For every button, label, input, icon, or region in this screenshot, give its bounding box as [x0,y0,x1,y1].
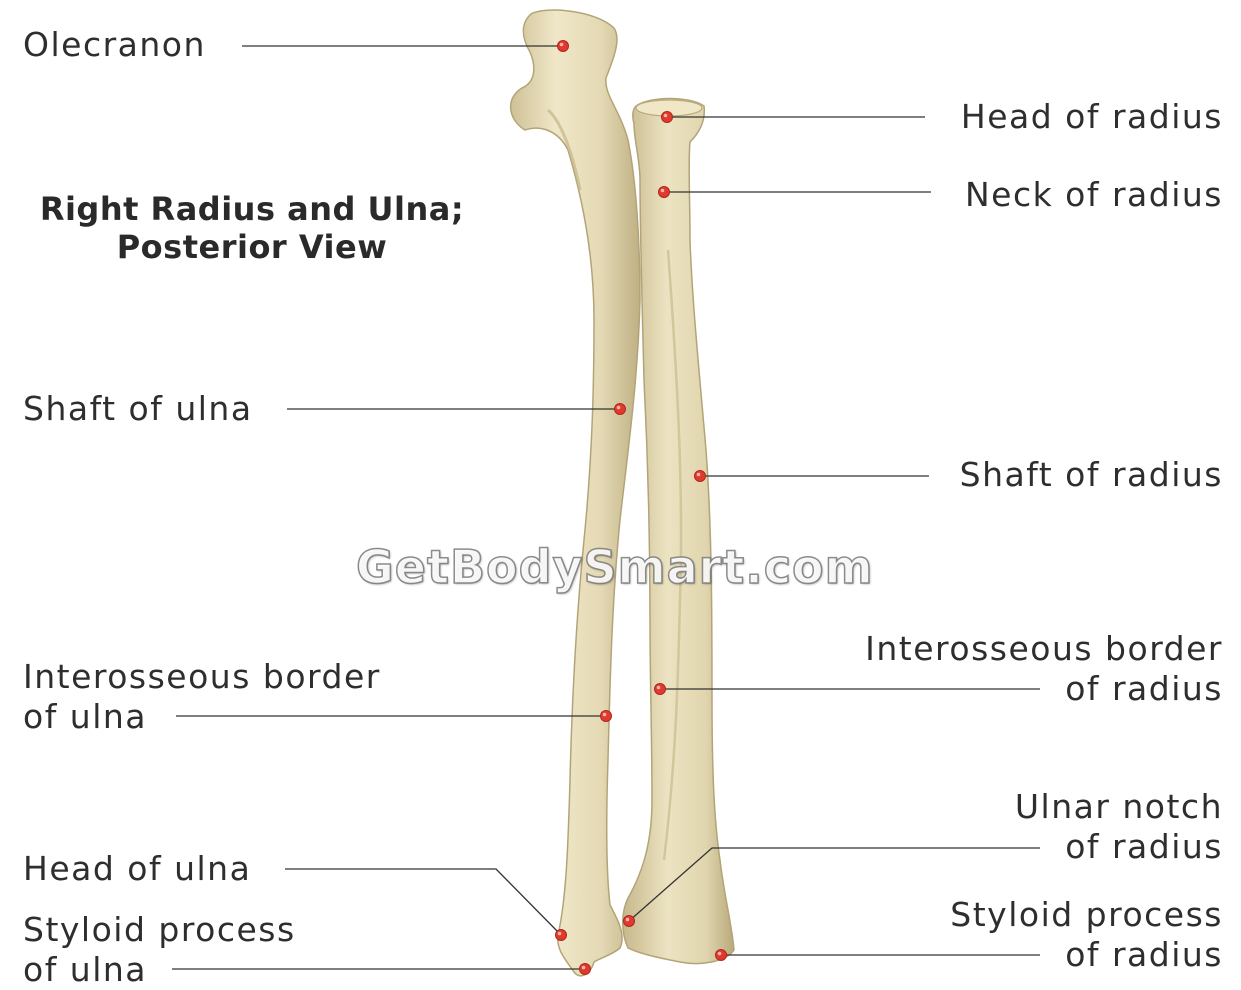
marker-dot-head-of-ulna [556,930,567,941]
marker-highlight-interosseous-border-of-ulna [603,713,607,717]
marker-dot-styloid-process-of-ulna [580,964,591,975]
label-shaft-of-radius: Shaft of radius [960,455,1223,495]
label-olecranon: Olecranon [23,25,206,65]
marker-highlight-head-of-ulna [558,932,562,936]
label-interosseous-border-of-ulna: Interosseous border of ulna [23,657,381,737]
label-ulnar-notch-of-radius-line-2: of radius [1015,827,1223,867]
label-head-of-ulna-text: Head of ulna [23,849,251,889]
marker-dot-interosseous-border-of-radius [655,684,666,695]
figure-title-line-1: Right Radius and Ulna; [8,190,496,228]
label-interosseous-border-of-radius: Interosseous border of radius [865,629,1223,709]
marker-dot-styloid-process-of-radius [716,950,727,961]
marker-dot-interosseous-border-of-ulna [601,711,612,722]
marker-highlight-styloid-process-of-radius [718,952,722,956]
label-ulnar-notch-of-radius-line-1: Ulnar notch [1015,787,1223,827]
label-shaft-of-radius-text: Shaft of radius [960,455,1223,495]
label-interosseous-border-of-radius-line-2: of radius [865,669,1223,709]
label-styloid-process-of-ulna: Styloid process of ulna [23,910,296,990]
marker-dot-neck-of-radius [659,187,670,198]
label-neck-of-radius-text: Neck of radius [965,175,1223,215]
watermark: GetBodySmart.com [356,540,874,594]
label-styloid-process-of-radius: Styloid process of radius [950,895,1223,975]
marker-dot-shaft-of-radius [695,471,706,482]
marker-highlight-interosseous-border-of-radius [657,686,661,690]
radius-bone [623,99,734,964]
label-shaft-of-ulna: Shaft of ulna [23,389,253,429]
leader-line-head-of-ulna [285,869,561,935]
label-styloid-process-of-ulna-line-2: of ulna [23,950,296,990]
label-styloid-process-of-radius-line-2: of radius [950,935,1223,975]
figure-title: Right Radius and Ulna; Posterior View [8,190,496,266]
label-shaft-of-ulna-text: Shaft of ulna [23,389,253,429]
marker-highlight-styloid-process-of-ulna [582,966,586,970]
label-olecranon-text: Olecranon [23,25,206,65]
label-head-of-radius: Head of radius [961,97,1223,137]
marker-highlight-shaft-of-radius [697,473,701,477]
label-head-of-radius-text: Head of radius [961,97,1223,137]
label-interosseous-border-of-radius-line-1: Interosseous border [865,629,1223,669]
label-head-of-ulna: Head of ulna [23,849,251,889]
marker-dot-head-of-radius [662,112,673,123]
marker-highlight-ulnar-notch-of-radius [626,918,630,922]
figure-title-line-2: Posterior View [8,228,496,266]
label-styloid-process-of-ulna-line-1: Styloid process [23,910,296,950]
marker-highlight-head-of-radius [664,114,668,118]
marker-highlight-olecranon [560,43,564,47]
marker-dot-ulnar-notch-of-radius [624,916,635,927]
marker-dot-olecranon [558,41,569,52]
label-styloid-process-of-radius-line-1: Styloid process [950,895,1223,935]
label-neck-of-radius: Neck of radius [965,175,1223,215]
ulna-bone [511,10,640,976]
marker-highlight-neck-of-radius [661,189,665,193]
marker-dot-shaft-of-ulna [615,404,626,415]
marker-highlight-shaft-of-ulna [617,406,621,410]
label-interosseous-border-of-ulna-line-1: Interosseous border [23,657,381,697]
label-ulnar-notch-of-radius: Ulnar notch of radius [1015,787,1223,867]
label-interosseous-border-of-ulna-line-2: of ulna [23,697,381,737]
